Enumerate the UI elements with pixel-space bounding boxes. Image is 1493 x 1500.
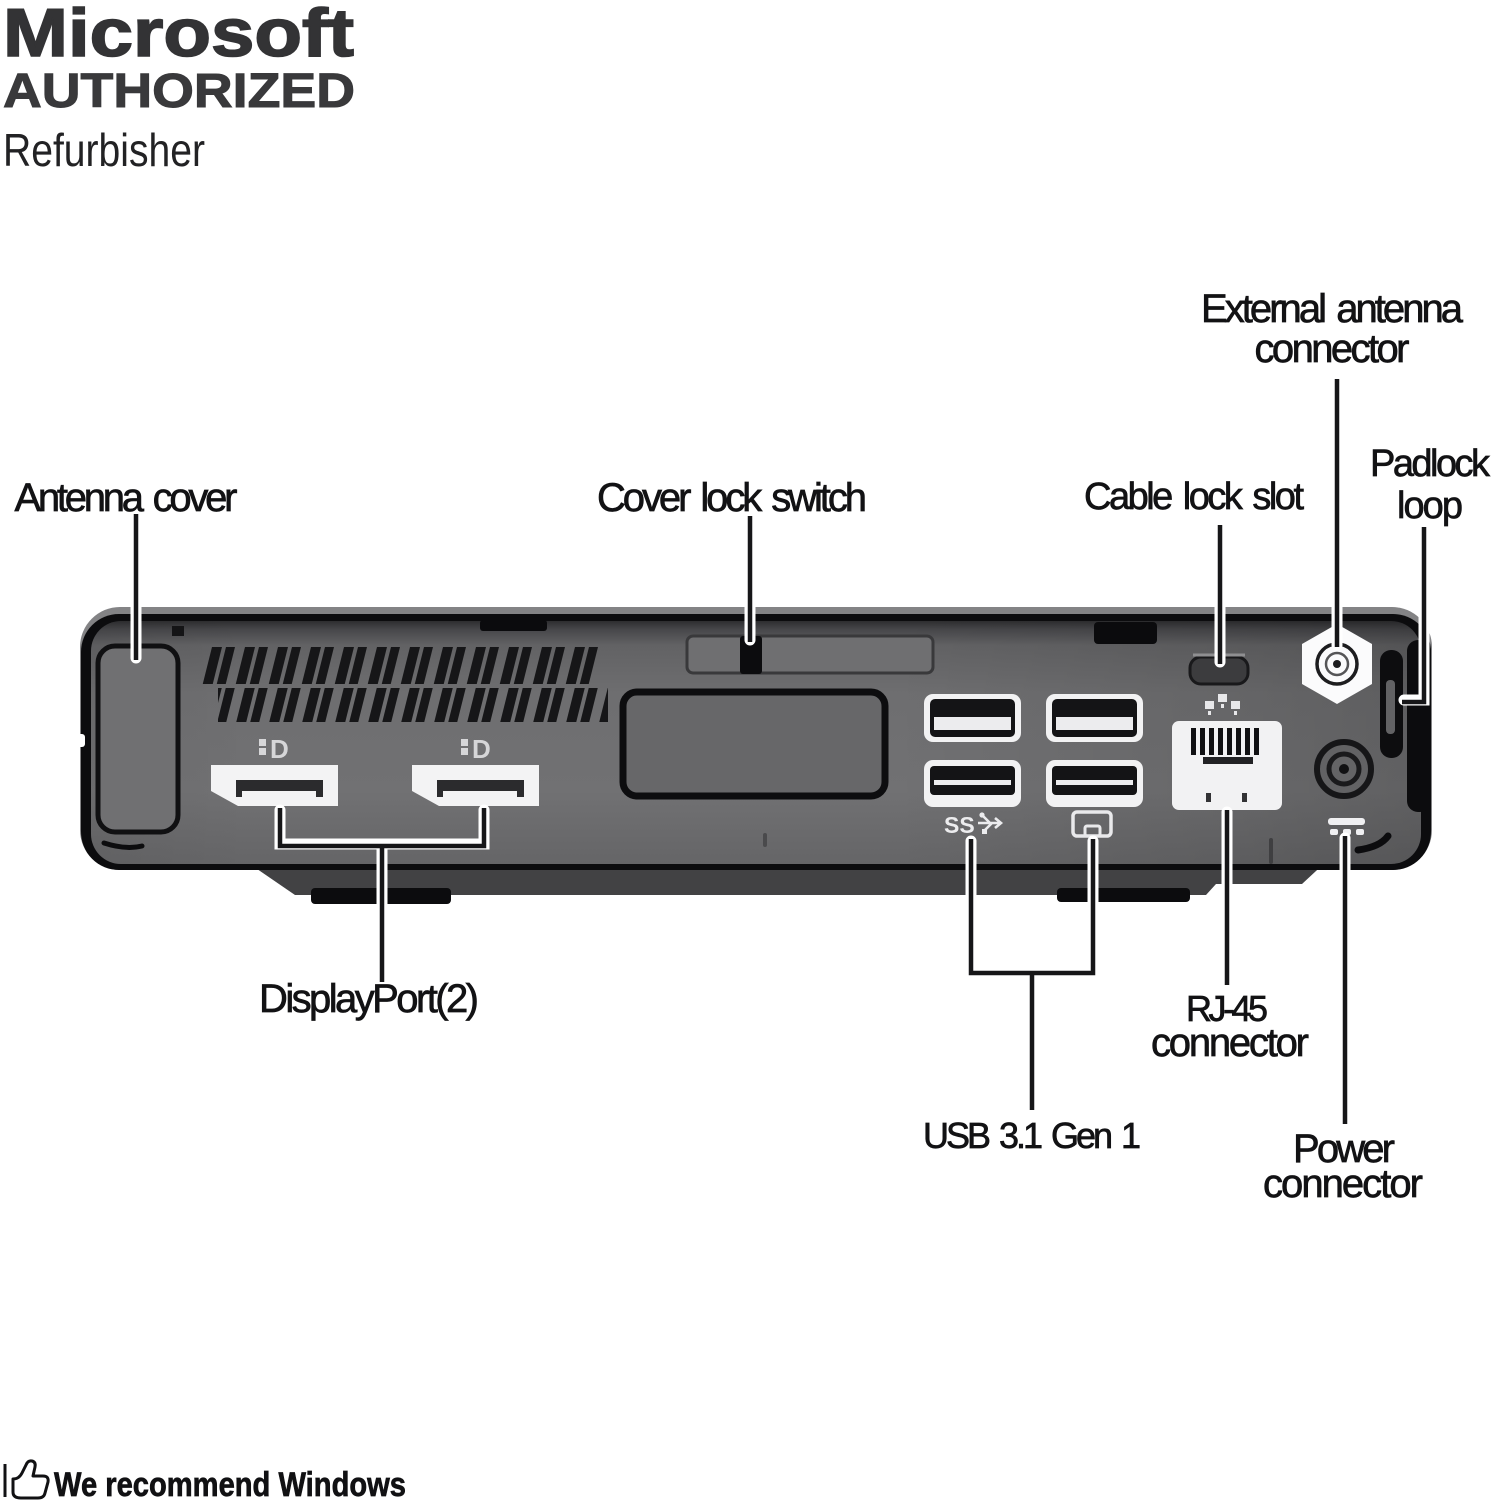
svg-text:Power: Power [1293,1127,1395,1171]
svg-text:D: D [270,734,289,764]
svg-text:Microsoft: Microsoft [3,0,354,71]
svg-text:connector: connector [1151,1021,1309,1065]
svg-text:Antenna cover: Antenna cover [15,476,238,520]
svg-text:DisplayPort(2): DisplayPort(2) [259,977,479,1021]
svg-text:connector: connector [1263,1162,1423,1206]
svg-text:RJ-45: RJ-45 [1186,988,1268,1029]
svg-text:SS: SS [944,812,975,838]
svg-text:connector: connector [1255,327,1410,371]
svg-text:Cover lock switch: Cover lock switch [597,476,867,520]
svg-text:Padlock: Padlock [1370,443,1491,485]
svg-text:USB 3.1 Gen 1: USB 3.1 Gen 1 [923,1115,1141,1156]
svg-text:We recommend Windows: We recommend Windows [54,1466,406,1500]
svg-text:Cable lock slot: Cable lock slot [1084,476,1304,518]
svg-text:D: D [472,734,491,764]
svg-text:Refurbisher: Refurbisher [3,124,205,176]
svg-text:External antenna: External antenna [1201,287,1464,331]
svg-text:AUTHORIZED: AUTHORIZED [3,65,355,118]
svg-text:loop: loop [1397,485,1463,527]
